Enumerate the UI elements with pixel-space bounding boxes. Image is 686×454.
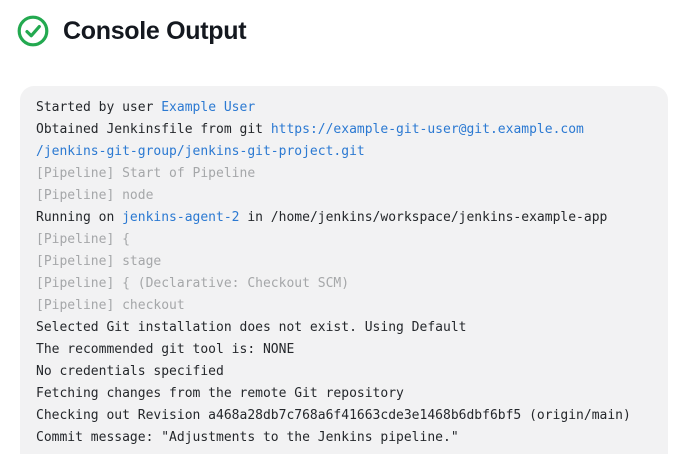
console-line: Obtained Jenkinsfile from git https://ex… [36, 119, 652, 141]
console-text: Selected Git installation does not exist… [36, 320, 467, 335]
console-text: Checking out Revision a468a28db7c768a6f4… [36, 408, 631, 423]
console-muted-text: [Pipeline] { [36, 232, 130, 247]
console-link[interactable]: jenkins-agent-2 [122, 210, 240, 225]
console-muted-text: [Pipeline] stage [36, 254, 162, 269]
console-line: [Pipeline] node [36, 185, 652, 207]
console-text: in /home/jenkins/workspace/jenkins-examp… [239, 210, 608, 225]
console-text: Commit message: "Adjustments to the Jenk… [36, 430, 459, 445]
console-line: Fetching changes from the remote Git rep… [36, 383, 652, 405]
console-line: [Pipeline] { (Declarative: Checkout SCM) [36, 273, 652, 295]
console-muted-text: [Pipeline] checkout [36, 298, 185, 313]
console-text: Running on [36, 210, 123, 225]
console-text: Obtained Jenkinsfile from git [36, 122, 271, 137]
console-line: Commit message: "Adjustments to the Jenk… [36, 427, 652, 449]
console-text: No credentials specified [36, 364, 224, 379]
console-line: [Pipeline] Start of Pipeline [36, 163, 652, 185]
console-link[interactable]: Example User [161, 100, 256, 115]
console-link[interactable]: https://example-git-user@git.example.com [270, 122, 584, 137]
console-text: Fetching changes from the remote Git rep… [36, 386, 404, 401]
check-circle-icon [17, 15, 49, 47]
console-line: Selected Git installation does not exist… [36, 317, 652, 339]
page-title: Console Output [63, 17, 247, 45]
console-text: Started by user [36, 100, 162, 115]
console-line: Running on jenkins-agent-2 in /home/jenk… [36, 207, 652, 229]
console-output-header: Console Output [17, 13, 247, 49]
console-line: [Pipeline] { [36, 229, 652, 251]
console-text: The recommended git tool is: NONE [36, 342, 295, 357]
console-muted-text: [Pipeline] node [36, 188, 154, 203]
console-line: /jenkins-git-group/jenkins-git-project.g… [36, 141, 652, 163]
console-line: Started by user Example User [36, 97, 652, 119]
console-link[interactable]: /jenkins-git-group/jenkins-git-project.g… [36, 144, 365, 159]
console-line: [Pipeline] checkout [36, 295, 652, 317]
console-line: The recommended git tool is: NONE [36, 339, 652, 361]
console-line: [Pipeline] stage [36, 251, 652, 273]
console-line: Checking out Revision a468a28db7c768a6f4… [36, 405, 652, 427]
console-line: No credentials specified [36, 361, 652, 383]
console-muted-text: [Pipeline] { (Declarative: Checkout SCM) [36, 276, 350, 291]
console-muted-text: [Pipeline] Start of Pipeline [36, 166, 256, 181]
